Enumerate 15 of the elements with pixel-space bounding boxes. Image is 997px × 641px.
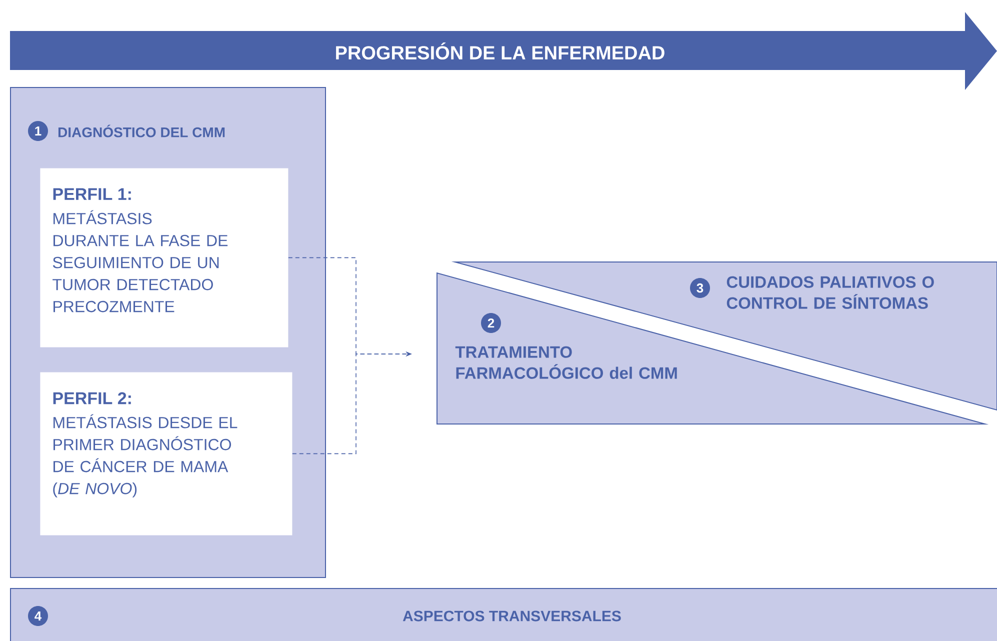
stage-heading: TRATAMIENTO FARMACOLÓGICO del CMM — [455, 346, 677, 379]
stage-heading: CUIDADOS PALIATIVOS O CONTROL DE SÍNTOMAS — [726, 276, 934, 309]
card-text: METÁSTASIS DESDE EL PRIMER DIAGNÓSTICO DE CÁNCER DE MAMA (DE NOVO) — [53, 414, 238, 498]
card-text: METÁSTASIS DURANTE LA FASE DE SEGUIMIENTO DE UN TUMOR DETECTADO PRECOZMENTE — [52, 210, 228, 312]
profile-card — [40, 168, 288, 348]
number-badge: 3 — [690, 278, 710, 298]
card-heading: PERFIL 1: — [53, 188, 131, 200]
panel-heading: DIAGNÓSTICO DEL CMM — [58, 124, 225, 138]
stage-band — [10, 588, 997, 641]
number-badge: 2 — [481, 313, 501, 333]
profile-card — [40, 372, 292, 536]
card-heading: PERFIL 2: — [53, 392, 131, 404]
number-badge: 1 — [28, 121, 48, 141]
band-heading: ASPECTOS TRANSVERSALES — [402, 610, 621, 622]
number-badge: 4 — [28, 606, 48, 626]
